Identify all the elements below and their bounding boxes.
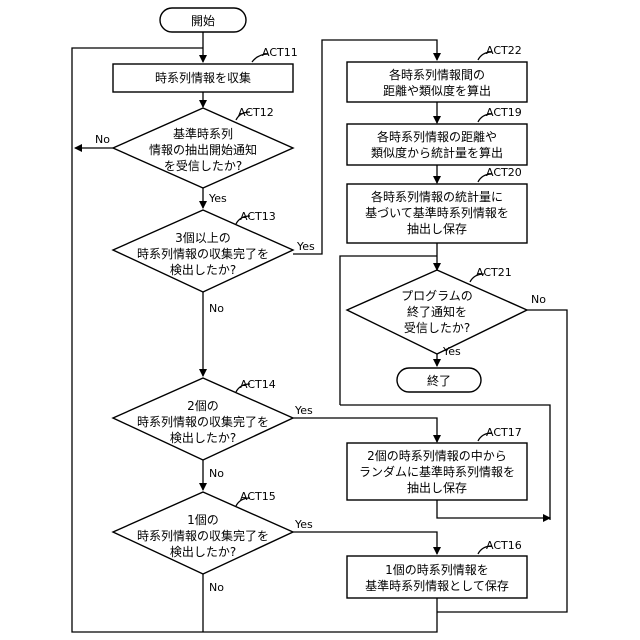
act14-text-line1: 2個の xyxy=(187,399,219,413)
act11-text: 時系列情報を収集 xyxy=(155,70,251,85)
act14-label: ACT14 xyxy=(240,378,276,391)
act13-label: ACT13 xyxy=(240,210,276,223)
end-terminal: 終了 xyxy=(397,368,481,392)
act22-text-line2: 距離や類似度を算出 xyxy=(383,83,491,98)
start-terminal: 開始 xyxy=(160,8,246,32)
act13-no: No xyxy=(209,302,224,315)
act17-text-line3: 抽出し保存 xyxy=(407,481,467,495)
act12-text-line3: を受信したか? xyxy=(164,159,242,173)
act17-label: ACT17 xyxy=(486,426,522,439)
act19-label: ACT19 xyxy=(486,106,522,119)
act15-decision: 1個の 時系列情報の収集完了を 検出したか? ACT15 Yes No xyxy=(113,490,313,594)
act15-label: ACT15 xyxy=(240,490,276,503)
act21-label: ACT21 xyxy=(476,266,512,279)
act21-text-line2: 終了通知を xyxy=(407,304,467,319)
act14-text-line3: 検出したか? xyxy=(170,431,236,445)
act22-text-line1: 各時系列情報間の xyxy=(389,67,485,82)
act14-text-line2: 時系列情報の収集完了を xyxy=(137,414,269,429)
act16-text-line2: 基準時系列情報として保存 xyxy=(365,578,509,593)
act11-process: 時系列情報を収集 ACT11 xyxy=(113,46,298,92)
act11-label: ACT11 xyxy=(262,46,298,59)
act15-no: No xyxy=(209,581,224,594)
act16-text-line1: 1個の時系列情報を xyxy=(385,563,489,577)
arrow-return-to-loop xyxy=(203,612,437,632)
act20-text-line1: 各時系列情報の統計量に xyxy=(371,189,503,204)
act20-text-line3: 抽出し保存 xyxy=(407,222,467,236)
act12-decision: 基準時系列 情報の抽出開始通知 を受信したか? ACT12 No Yes xyxy=(95,106,293,205)
act13-text-line3: 検出したか? xyxy=(170,263,236,277)
act13-text-line1: 3個以上の xyxy=(175,231,231,245)
act17-text-line1: 2個の時系列情報の中から xyxy=(367,448,507,463)
act12-yes: Yes xyxy=(208,192,227,205)
act21-yes: Yes xyxy=(442,345,461,358)
act15-text-line2: 時系列情報の収集完了を xyxy=(137,528,269,543)
act15-text-line3: 検出したか? xyxy=(170,545,236,559)
act17-text-line2: ランダムに基準時系列情報を xyxy=(359,464,515,479)
act14-no: No xyxy=(209,467,224,480)
act19-text-line1: 各時系列情報の距離や xyxy=(377,129,497,144)
act22-label: ACT22 xyxy=(486,44,522,57)
act21-decision: プログラムの 終了通知を 受信したか? ACT21 Yes No xyxy=(347,266,546,358)
arrow-act15-yes xyxy=(293,532,437,554)
act19-text-line2: 類似度から統計量を算出 xyxy=(371,145,503,160)
act15-yes: Yes xyxy=(294,518,313,531)
act20-label: ACT20 xyxy=(486,166,522,179)
end-label: 終了 xyxy=(427,373,451,388)
act12-no: No xyxy=(95,133,110,146)
act13-yes: Yes xyxy=(296,240,315,253)
act13-decision: 3個以上の 時系列情報の収集完了を 検出したか? ACT13 Yes No xyxy=(113,210,315,315)
act21-text-line1: プログラムの xyxy=(401,289,473,303)
act15-text-line1: 1個の xyxy=(187,513,219,527)
act16-label: ACT16 xyxy=(486,539,522,552)
act20-text-line2: 基づいて基準時系列情報を xyxy=(365,205,509,220)
act14-decision: 2個の 時系列情報の収集完了を 検出したか? ACT14 Yes No xyxy=(113,378,313,480)
act12-label: ACT12 xyxy=(238,106,274,119)
arrow-act14-yes xyxy=(293,418,437,442)
act14-yes: Yes xyxy=(294,404,313,417)
act12-text-line2: 情報の抽出開始通知 xyxy=(149,143,257,157)
start-label: 開始 xyxy=(191,14,215,28)
act12-text-line1: 基準時系列 xyxy=(173,126,233,141)
act21-no: No xyxy=(531,293,546,306)
act13-text-line2: 時系列情報の収集完了を xyxy=(137,246,269,261)
act21-text-line3: 受信したか? xyxy=(404,321,470,335)
arrow-act17-out xyxy=(437,500,550,518)
